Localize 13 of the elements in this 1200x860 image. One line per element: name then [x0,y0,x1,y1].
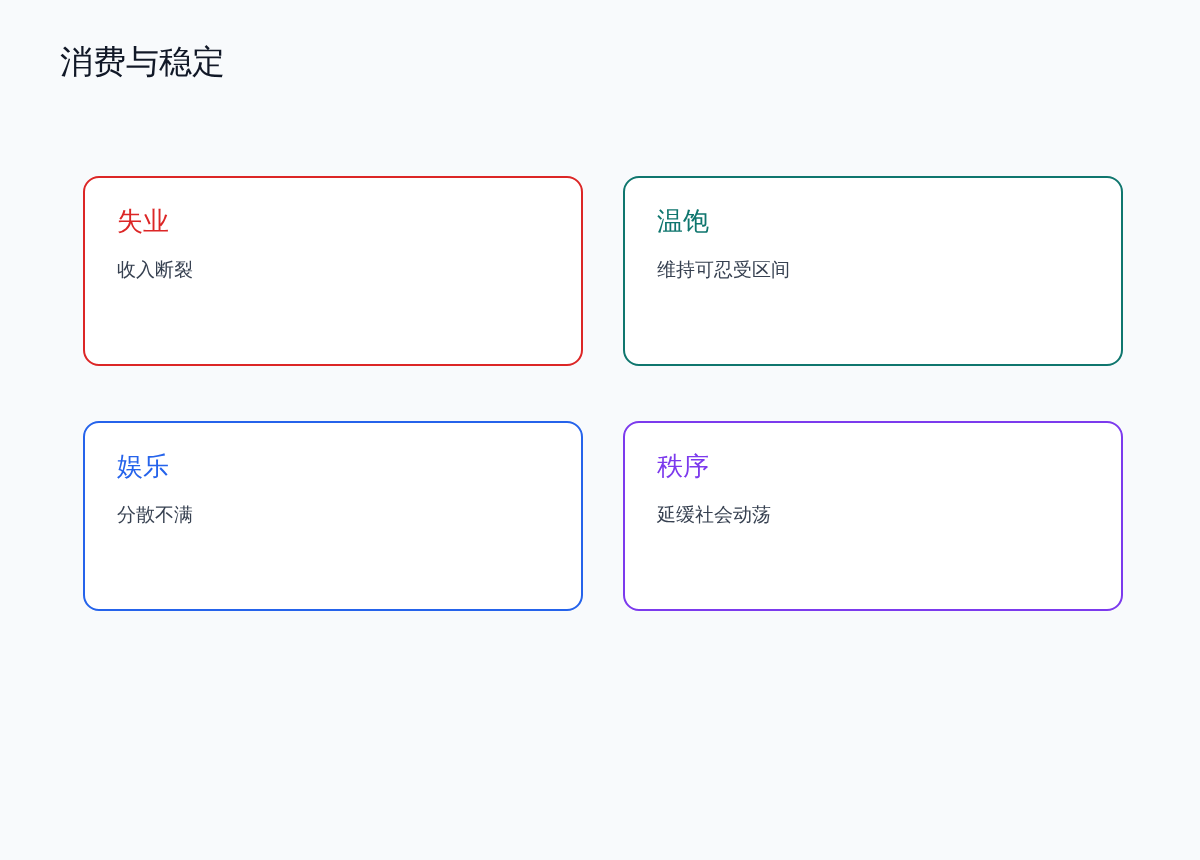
card-description: 延缓社会动荡 [657,502,771,527]
card-description: 维持可忍受区间 [657,257,790,282]
card-heading: 失业 [117,205,169,238]
card-heading: 温饱 [657,205,709,238]
card-description: 分散不满 [117,502,193,527]
diagram-title: 消费与稳定 [60,41,225,83]
category-card [83,421,583,611]
category-card [623,421,1123,611]
category-card [623,176,1123,366]
card-description: 收入断裂 [117,257,193,282]
card-heading: 秩序 [657,450,709,483]
card-heading: 娱乐 [117,450,169,483]
category-card [83,176,583,366]
